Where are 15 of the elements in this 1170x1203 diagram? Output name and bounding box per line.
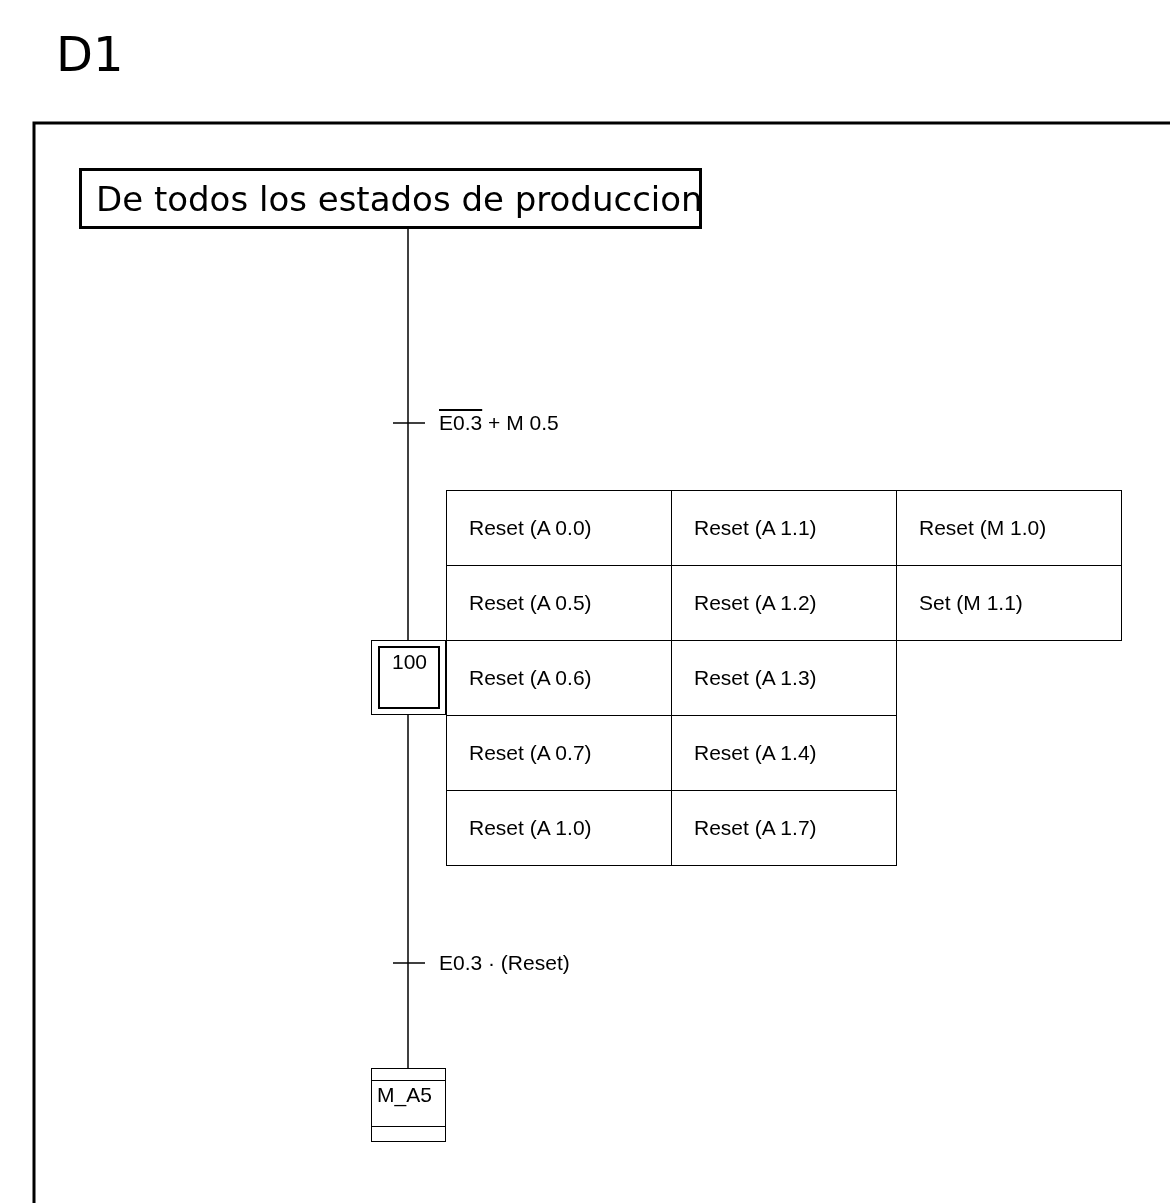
reference-box: De todos los estados de produccion	[79, 168, 702, 229]
sheet-title: D1	[56, 25, 124, 84]
step-box	[371, 640, 446, 715]
action-cell: Reset (A 0.0)	[446, 490, 672, 566]
transition-condition: E0.3 · (Reset)	[439, 950, 570, 976]
step-number: 100	[392, 650, 428, 674]
action-cell: Reset (M 1.0)	[896, 490, 1122, 566]
macro-step-name: M_A5	[377, 1083, 432, 1107]
action-cell: Reset (A 1.7)	[671, 790, 897, 866]
connector-line	[407, 714, 409, 1069]
action-cell: Set (M 1.1)	[896, 565, 1122, 641]
transition-condition: E0.3 + M 0.5	[439, 410, 559, 436]
connector-line	[407, 228, 409, 641]
macro-step-box	[371, 1068, 446, 1142]
action-cell: Reset (A 1.0)	[446, 790, 672, 866]
